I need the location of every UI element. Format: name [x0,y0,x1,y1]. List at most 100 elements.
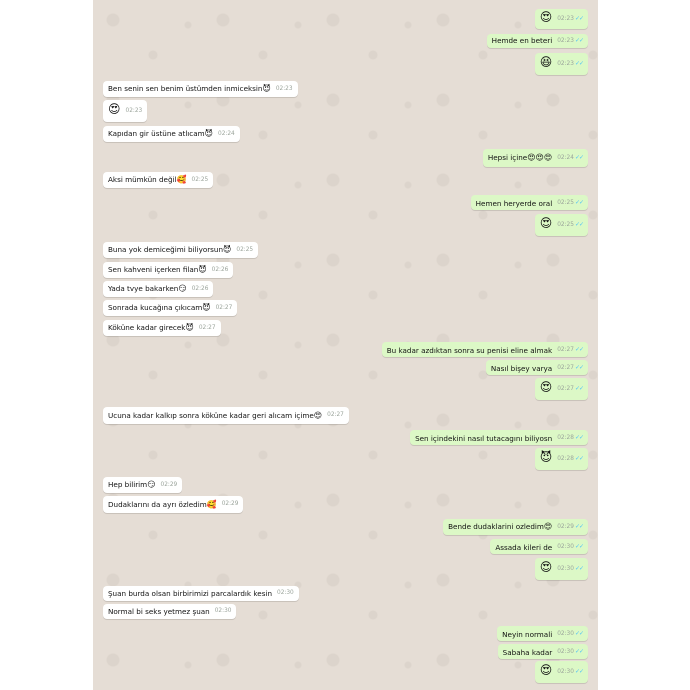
time-label: 02:30 [557,544,574,550]
message-text: Bende dudaklarini ozledim [448,522,544,531]
time-label: 02:27 [327,412,344,418]
incoming-message-bubble[interactable]: Buna yok demiceğimi biliyorsun😈02:25 [103,242,259,258]
outgoing-message-bubble[interactable]: Sabaha kadar 02:30✓✓ [497,644,588,660]
message-timestamp: 02:23✓✓ [557,34,584,48]
emoji-icon: 🥰 [176,175,187,184]
message-timestamp: 02:30 [277,586,294,601]
message-timestamp: 02:28✓✓ [557,430,584,446]
incoming-message-bubble[interactable]: 😍 02:23 [103,100,148,122]
emoji-icon: 😍 [539,560,553,574]
incoming-message-bubble[interactable]: Köküne kadar girecek😈02:27 [103,320,221,336]
message-text: Neyin normali [502,630,553,639]
message-timestamp: 02:29 [161,477,178,493]
emoji-icon: 🥰 [206,500,217,509]
outgoing-message-bubble[interactable]: Bende dudaklarini ozledim😍02:29✓✓ [443,519,588,535]
read-ticks-icon: ✓✓ [574,346,584,353]
read-ticks-icon: ✓✓ [574,60,584,67]
incoming-message-bubble[interactable]: Şuan burda olsan birbirimizi parcalardık… [103,586,299,601]
read-ticks-icon: ✓✓ [574,668,584,675]
read-ticks-icon: ✓✓ [574,221,584,228]
time-label: 02:30 [214,608,232,614]
read-ticks-icon: ✓✓ [574,630,584,637]
incoming-message-bubble[interactable]: Ben senin sen benim üstümden inmiceksin😈… [103,81,298,97]
message-timestamp: 02:25 [192,172,209,188]
message-text: Kapıdan gir üstüne atlıcam [108,129,205,138]
read-ticks-icon: ✓✓ [574,15,584,22]
emoji-icon: 😍 [539,10,553,24]
time-label: 02:23 [275,86,293,92]
message-text: Buna yok demiceğimi biliyorsun [108,245,224,254]
emoji-icon: 😍 [543,522,553,531]
message-timestamp: 02:25✓✓ [557,214,584,236]
message-text: Sen içindekini nasıl tutacagını biliyosn [415,434,553,443]
message-text: Bu kadar azdıktan sonra su penisi eline … [386,346,553,355]
outgoing-message-bubble[interactable]: Neyin normali 02:30✓✓ [497,626,588,641]
message-timestamp: 02:30✓✓ [557,661,584,683]
outgoing-message-bubble[interactable]: Bu kadar azdıktan sonra su penisi eline … [381,342,588,357]
message-timestamp: 02:23✓✓ [557,53,584,75]
message-text: Aksi mümkün değil [108,175,177,184]
outgoing-message-bubble[interactable]: 😈 02:28✓✓ [534,448,588,470]
outgoing-message-bubble[interactable]: Sen içindekini nasıl tutacagını biliyosn… [410,430,588,445]
read-ticks-icon: ✓✓ [574,199,584,206]
emoji-icon: 😍 [539,380,553,394]
time-label: 02:27 [215,305,233,311]
incoming-message-bubble[interactable]: Yada tvye bakarken😏02:26 [103,281,214,297]
time-label: 02:23 [125,108,143,114]
message-timestamp: 02:23 [276,81,293,97]
message-text: Şuan burda olsan birbirimizi parcalardık… [108,589,273,598]
message-timestamp: 02:30✓✓ [557,626,584,642]
incoming-message-bubble[interactable]: Ucuna kadar kalkıp sonra köküne kadar ge… [103,407,349,424]
message-timestamp: 02:23✓✓ [557,9,584,29]
emoji-icon: 😈 [185,323,194,332]
emoji-icon: 😈 [539,450,553,464]
message-timestamp: 02:30 [215,604,232,619]
incoming-message-bubble[interactable]: Dudaklarını da ayrı özledim🥰02:29 [103,496,244,513]
message-text: Dudaklarını da ayrı özledim [108,500,207,509]
incoming-message-bubble[interactable]: Sen kahveni içerken filan😈02:26 [103,262,234,278]
read-ticks-icon: ✓✓ [574,565,584,572]
outgoing-message-bubble[interactable]: Hemde en beteri 02:23✓✓ [486,34,588,48]
incoming-message-bubble[interactable]: Kapıdan gir üstüne atlıcam😈02:24 [103,126,240,142]
incoming-message-bubble[interactable]: Hep bilirim😏02:29 [103,477,183,493]
message-timestamp: 02:28✓✓ [557,448,584,470]
message-timestamp: 02:26 [192,281,209,297]
outgoing-message-bubble[interactable]: 😍 02:23✓✓ [534,9,588,29]
message-text: Hepsi içine [487,153,528,162]
read-ticks-icon: ✓✓ [574,523,584,530]
incoming-message-bubble[interactable]: Sonrada kucağına çıkıcam😈02:27 [103,300,238,316]
time-label: 02:30 [557,669,574,675]
message-text: Yada tvye bakarken [108,284,179,293]
read-ticks-icon: ✓✓ [574,543,584,550]
outgoing-message-bubble[interactable]: 😍 02:27✓✓ [534,378,588,400]
emoji-icon: 😍 [108,102,121,116]
emoji-icon: 😈 [198,265,207,274]
outgoing-message-bubble[interactable]: Hepsi içine😍😍😍02:24✓✓ [482,149,588,167]
read-ticks-icon: ✓✓ [574,455,584,462]
outgoing-message-bubble[interactable]: 😍02:30✓✓ [534,661,588,683]
read-ticks-icon: ✓✓ [574,385,584,392]
time-label: 02:30 [557,649,574,655]
message-timestamp: 02:27 [327,407,344,424]
emoji-icon: 😆 [539,55,553,69]
message-timestamp: 02:30✓✓ [557,558,584,580]
message-text: Hemde en beteri [491,36,553,45]
time-label: 02:25 [557,222,574,228]
outgoing-message-bubble[interactable]: 😍 02:25✓✓ [534,214,588,236]
incoming-message-bubble[interactable]: Aksi mümkün değil🥰 02:25 [103,172,214,188]
time-label: 02:28 [557,456,574,462]
message-timestamp: 02:27✓✓ [557,378,584,400]
message-timestamp: 02:24✓✓ [557,149,584,167]
read-ticks-icon: ✓✓ [574,37,584,44]
emoji-icon: 😍 [539,216,553,230]
time-label: 02:29 [160,482,178,488]
outgoing-message-bubble[interactable]: 😆 02:23✓✓ [534,53,588,75]
message-text: Sabaha kadar [502,648,553,657]
message-timestamp: 02:30✓✓ [557,644,584,660]
outgoing-message-bubble[interactable]: 😍 02:30✓✓ [534,558,588,580]
